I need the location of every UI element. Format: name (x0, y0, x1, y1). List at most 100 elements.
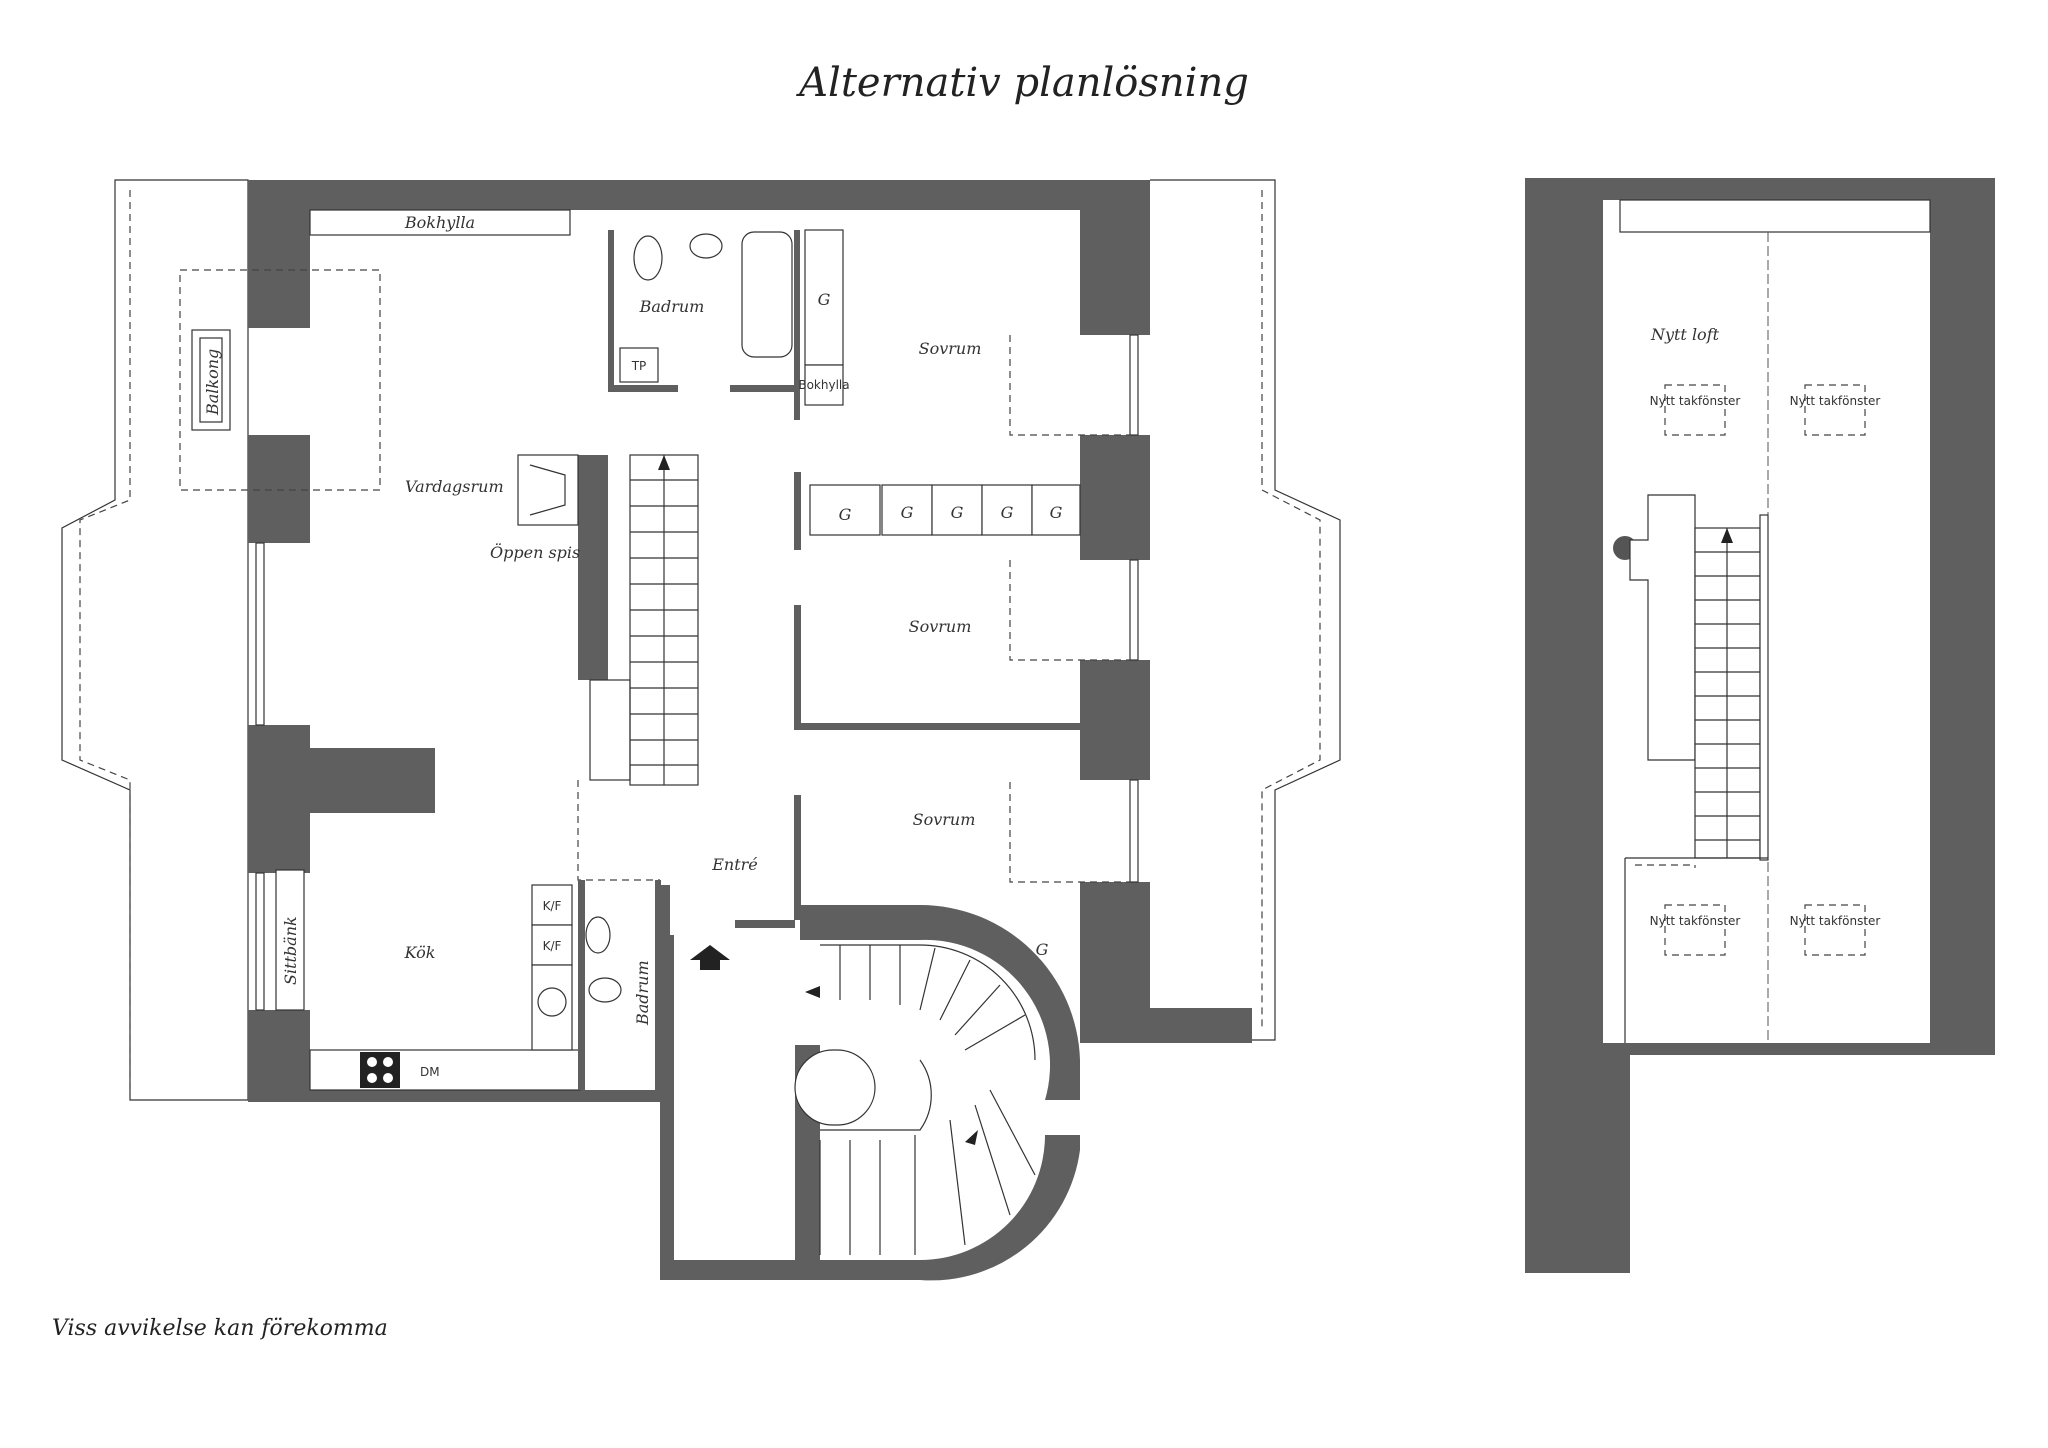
label-bokhylla-small: Bokhylla (798, 378, 849, 392)
window-left-1 (255, 542, 265, 726)
wall-right-4 (1080, 882, 1150, 1022)
bench (275, 869, 305, 1011)
loft-niche (1619, 199, 1931, 233)
closet-bath (804, 229, 844, 366)
fireplace (517, 454, 579, 526)
wc-wall-right (655, 880, 661, 1090)
wc-toilet-icon (588, 977, 622, 1003)
skylight-living (179, 269, 381, 491)
balcony-inner (199, 337, 223, 423)
balcony (191, 329, 231, 431)
label-oppen-spis: Öppen spis (490, 542, 580, 562)
kitchen-counter (309, 1049, 581, 1091)
wall-left-4 (248, 1010, 310, 1100)
tp-box (619, 347, 659, 383)
label-nytt-loft: Nytt loft (1650, 325, 1720, 344)
bed2-wall-left (794, 605, 801, 730)
bath-wall-left (608, 230, 614, 392)
closet-2 (881, 484, 933, 536)
closet-wall-left (794, 472, 801, 550)
label-balkong: Balkong (203, 349, 222, 416)
fridge-2 (531, 924, 573, 966)
dashed-entry-line (577, 780, 660, 881)
wall-left-2 (248, 435, 310, 543)
fireplace-inner (529, 464, 566, 516)
label-g-closet-3: G (951, 503, 964, 522)
main-floor: Bokhylla Balkong Vardagsrum Öppen spis (61, 179, 1341, 1281)
wall-right-1 (1080, 180, 1150, 335)
window-left-2 (255, 872, 265, 1011)
wall-left-1 (248, 180, 310, 328)
label-g-stair: G (1036, 940, 1049, 959)
stair-arrow-icon (658, 455, 670, 470)
wc-wall-left (578, 880, 585, 1090)
loft-railing (1759, 514, 1769, 861)
skylight-bed-2 (1009, 560, 1130, 661)
loft-wall-bottom (1603, 1043, 1995, 1055)
curved-wall-lower (920, 1135, 1080, 1281)
label-dm: DM (420, 1065, 440, 1079)
closet-3 (931, 484, 983, 536)
label-sittbank: Sittbänk (281, 916, 300, 985)
bookshelf-top (309, 209, 571, 236)
fridge-1 (531, 884, 573, 926)
label-tp: TP (631, 359, 647, 373)
bath-wall-bottom-1 (608, 385, 678, 392)
sink-icon (689, 233, 723, 259)
entry-wall-left (660, 885, 670, 940)
label-sovrum-1: Sovrum (919, 339, 982, 358)
label-g-bath: G (818, 290, 831, 309)
loft-stair-arrow-icon (1721, 528, 1733, 543)
footer-note: Viss avvikelse kan förekomma (52, 1316, 388, 1341)
label-skylight-4: Nytt takfönster (1790, 914, 1881, 928)
bed3-wall-left (794, 795, 801, 920)
wall-right-2 (1080, 435, 1150, 560)
plan-title: Alternativ planlösning (795, 60, 1249, 106)
stair-core (794, 1049, 876, 1126)
wc-sink-icon (585, 916, 611, 954)
loft-wall-top (1525, 178, 1995, 200)
kitchen-sink-icon (537, 987, 567, 1017)
closet-4 (981, 484, 1033, 536)
stairwell-wall-bottom (660, 1260, 920, 1280)
wall-top (248, 180, 1150, 210)
loft-wall-right (1930, 178, 1995, 1048)
wall-left-3 (248, 725, 310, 873)
label-sovrum-2: Sovrum (909, 617, 972, 636)
closet-1 (809, 484, 881, 536)
window-right-2 (1129, 559, 1139, 661)
kitchen-chimney (310, 748, 435, 813)
chimney (578, 455, 608, 680)
label-g-closet-1: G (839, 505, 852, 524)
skylight-loft-1 (1664, 384, 1726, 436)
entrance-arrow-icon (690, 945, 730, 970)
label-badrum-lower: Badrum (633, 960, 652, 1026)
left-roof-dashed (79, 190, 131, 1095)
skylight-bed-3 (1009, 782, 1130, 883)
wall-right-3 (1080, 660, 1150, 780)
entry-wall-right (735, 920, 795, 928)
spiral-arrow-icon (805, 986, 820, 998)
skylight-loft-4 (1804, 904, 1866, 956)
label-bokhylla-top: Bokhylla (404, 213, 475, 232)
label-skylight-1: Nytt takfönster (1650, 394, 1741, 408)
closet-5 (1031, 484, 1081, 536)
wall-bottom-left (248, 1090, 668, 1102)
label-g-closet-4: G (1001, 503, 1014, 522)
bath-wall-right (794, 230, 800, 420)
bed2-wall-bottom (794, 723, 1080, 730)
label-kok: Kök (404, 943, 436, 962)
loft-opening-line (1624, 857, 1768, 1043)
skylight-loft-3 (1664, 904, 1726, 956)
bathtub-icon (741, 231, 793, 358)
spiral-arrow-2-icon (965, 1130, 978, 1145)
bath-wall-bottom-2 (730, 385, 800, 392)
label-g-closet-2: G (901, 503, 914, 522)
spiral-staircase (794, 944, 1036, 1255)
label-kf-1: K/F (543, 899, 562, 913)
loft-chimney (1629, 494, 1696, 761)
label-entre: Entré (711, 855, 758, 874)
stairwell-wall-left (660, 935, 674, 1280)
stove-icon (360, 1052, 400, 1088)
bookshelf-small (804, 364, 844, 406)
